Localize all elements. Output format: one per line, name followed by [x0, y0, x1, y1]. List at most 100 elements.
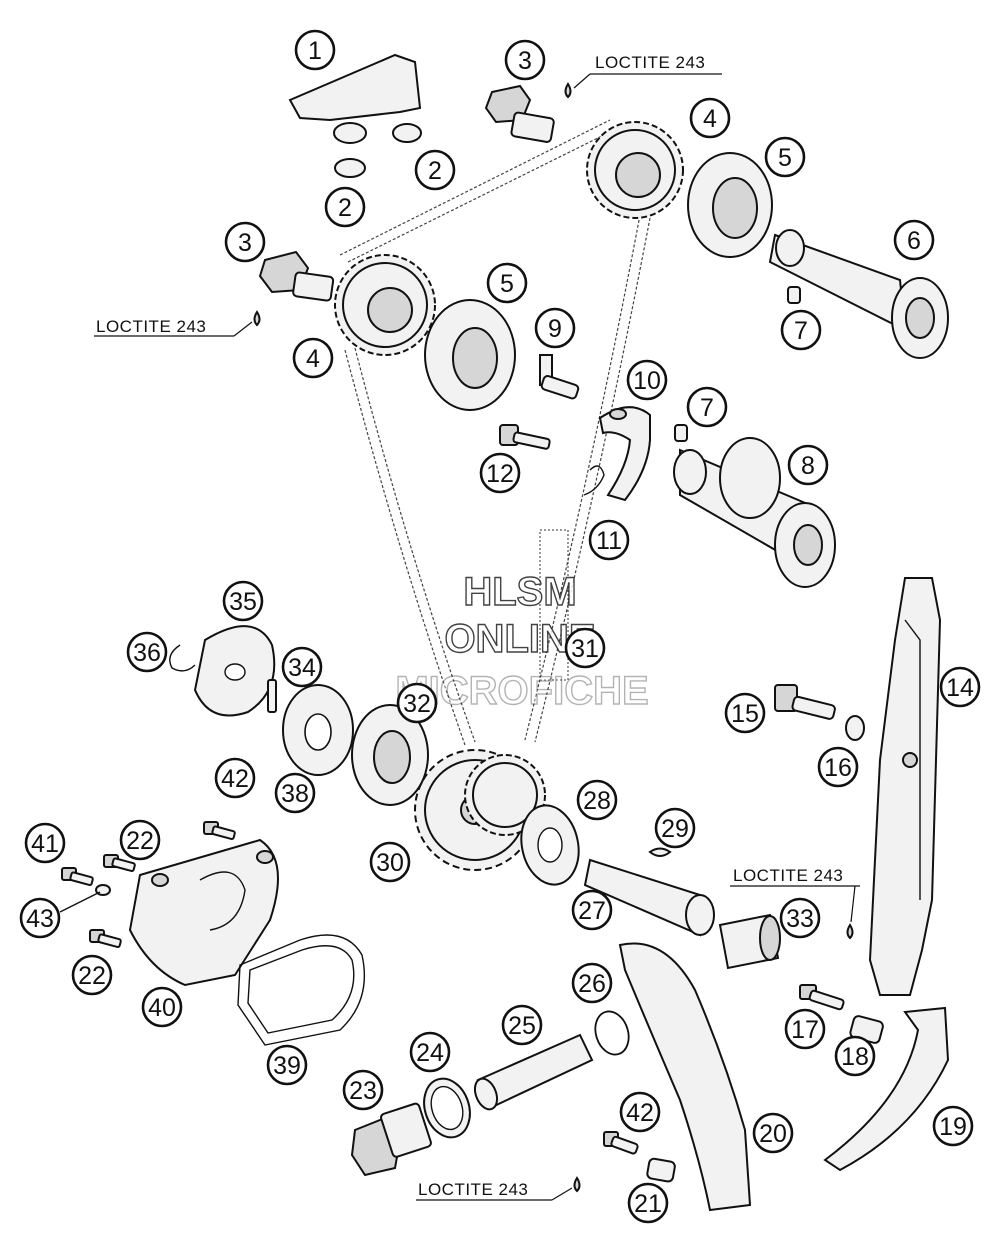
- svg-text:21: 21: [634, 1190, 662, 1218]
- svg-text:5: 5: [500, 270, 514, 298]
- svg-text:27: 27: [578, 897, 606, 925]
- svg-text:18: 18: [841, 1043, 869, 1071]
- loctite-label-2: LOCTITE 243: [94, 317, 253, 337]
- loctite-drop-4: [573, 1176, 581, 1193]
- svg-text:30: 30: [376, 849, 404, 877]
- callout-6: 6: [893, 219, 935, 261]
- svg-text:17: 17: [791, 1016, 819, 1044]
- tensioner-bushing: [646, 1157, 676, 1183]
- callout-19: 19: [932, 1105, 974, 1147]
- callout-33: 33: [779, 897, 821, 939]
- svg-text:24: 24: [416, 1039, 444, 1067]
- water-pump-cover: [128, 838, 279, 987]
- dowel-pin-lower: [674, 424, 688, 442]
- sprocket-bolt-upper: [484, 84, 555, 143]
- leader-lines: [59, 891, 101, 913]
- svg-text:9: 9: [548, 315, 562, 343]
- callout-34: 34: [281, 646, 323, 688]
- intermediate-gear-small: [464, 754, 546, 836]
- bushing: [334, 158, 366, 178]
- tensioner-rail-bolt: [799, 984, 845, 1011]
- callout-3: 3: [224, 221, 266, 263]
- svg-text:32: 32: [403, 690, 431, 718]
- needle-bearing: [718, 913, 781, 970]
- callout-8: 8: [787, 444, 829, 486]
- chain-guide-bracket: [288, 53, 422, 144]
- decompressor-spring: [583, 465, 605, 496]
- bearing-left: [424, 299, 516, 411]
- timing-chain: [339, 119, 651, 746]
- callout-20: 20: [752, 1112, 794, 1154]
- svg-text:26: 26: [578, 970, 606, 998]
- callout-32: 32: [396, 682, 438, 724]
- watermark-line-3: MICROFICHE: [395, 669, 648, 713]
- cover-bolt-22-lower: [89, 929, 122, 948]
- cover-bolt-22-upper: [103, 854, 136, 872]
- svg-text:42: 42: [626, 1099, 654, 1127]
- svg-text:20: 20: [759, 1120, 787, 1148]
- svg-text:38: 38: [281, 780, 309, 808]
- svg-text:2: 2: [338, 194, 352, 222]
- callout-1: 1: [294, 29, 336, 71]
- callout-18: 18: [834, 1035, 876, 1077]
- callout-41: 41: [24, 822, 66, 864]
- callout-5: 5: [764, 136, 806, 178]
- spacer-ring: [282, 684, 354, 776]
- svg-text:42: 42: [221, 765, 249, 793]
- loctite-label-4: LOCTITE 243: [416, 1180, 573, 1201]
- loctite-drop-3: [846, 923, 854, 940]
- svg-text:11: 11: [596, 527, 622, 555]
- svg-text:39: 39: [273, 1052, 301, 1080]
- sprocket-bolt-left: [258, 250, 335, 302]
- callout-38: 38: [274, 772, 316, 814]
- callout-14: 14: [939, 666, 981, 708]
- callout-24: 24: [409, 1031, 451, 1073]
- callout-35: 35: [222, 580, 264, 622]
- tensioner-bolt: [603, 1131, 639, 1155]
- tensioner-plug: [350, 1102, 432, 1177]
- chain-tensioner-rail: [618, 942, 752, 1212]
- decompressor-shaft: [539, 354, 580, 400]
- woodruff-key: [648, 847, 672, 857]
- callout-42: 42: [214, 757, 256, 799]
- camshaft-sprocket-left: [334, 254, 436, 356]
- o-ring-small: [594, 1010, 630, 1056]
- svg-text:4: 4: [703, 105, 717, 133]
- chain-guide-rail: [868, 577, 942, 996]
- dowel-pin: [267, 679, 277, 713]
- callout-26: 26: [571, 962, 613, 1004]
- svg-text:3: 3: [238, 229, 252, 257]
- svg-text:33: 33: [786, 905, 814, 933]
- svg-text:14: 14: [946, 674, 974, 702]
- svg-text:10: 10: [633, 367, 661, 395]
- cover-bolt-42-upper: [203, 821, 236, 840]
- svg-text:28: 28: [583, 787, 611, 815]
- watermark-line-1: HLSM: [463, 570, 576, 614]
- water-pump-gasket: [237, 934, 366, 1046]
- callout-4: 4: [292, 337, 334, 379]
- loctite-text: LOCTITE 243: [733, 866, 843, 885]
- callout-22: 22: [119, 819, 161, 861]
- callout-2: 2: [414, 149, 456, 191]
- svg-text:22: 22: [78, 962, 106, 990]
- callout-29: 29: [654, 807, 696, 849]
- svg-text:22: 22: [126, 827, 154, 855]
- callout-7: 7: [686, 386, 728, 428]
- intermediate-bearing: [351, 704, 429, 806]
- svg-text:43: 43: [26, 905, 54, 933]
- callout-40: 40: [141, 986, 183, 1028]
- lower-chain-guide: [823, 1006, 950, 1172]
- cover-bolt-41: [61, 867, 94, 886]
- svg-text:35: 35: [229, 588, 257, 616]
- tensioner-plunger: [473, 1033, 594, 1111]
- loctite-text: LOCTITE 243: [418, 1180, 528, 1199]
- bearing-upper: [687, 152, 773, 258]
- callouts: 1 2 2 3 3 4 4 5 5 6 7 7 8 9 10 11 12 14 …: [19, 29, 981, 1224]
- loctite-label-1: LOCTITE 243: [573, 53, 722, 89]
- callout-12: 12: [479, 452, 521, 494]
- intermediate-shaft: [583, 858, 715, 937]
- loctite-drop-1: [564, 82, 572, 99]
- callout-22: 22: [71, 954, 113, 996]
- decompressor-lever: [598, 406, 651, 502]
